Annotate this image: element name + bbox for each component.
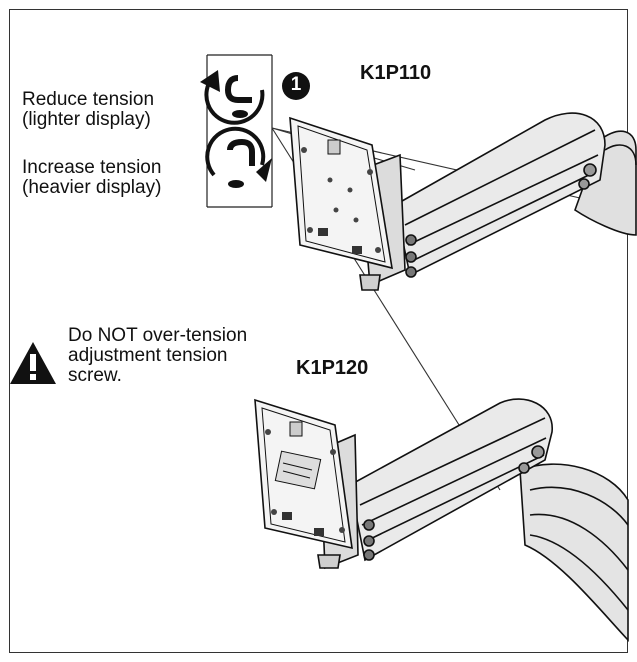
warning-icon: [10, 342, 56, 384]
model-label-bottom: K1P120: [296, 357, 369, 379]
bottom-monitor-arm: [254, 398, 629, 643]
rotate-ccw-icon: [200, 70, 265, 125]
reduce-tension-label: Reduce tension (lighter display): [22, 90, 154, 130]
increase-tension-line2: (heavier display): [22, 176, 162, 198]
reduce-tension-line2: (lighter display): [22, 108, 151, 130]
warning-line2: adjustment tension: [68, 344, 228, 366]
step-badge: [282, 72, 310, 100]
increase-tension-line1: Increase tension: [22, 157, 162, 178]
warning-line3: screw.: [68, 364, 122, 386]
warning-text: Do NOT over-tension adjustment tension s…: [68, 326, 247, 386]
top-monitor-arm: [289, 112, 637, 291]
rotate-cw-icon: [205, 126, 272, 188]
step-number: 1: [290, 74, 302, 95]
reduce-tension-line1: Reduce tension: [22, 89, 155, 110]
model-label-top: K1P110: [360, 62, 432, 84]
warning-line1: Do NOT over-tension: [68, 325, 248, 346]
increase-tension-label: Increase tension (heavier display): [22, 158, 161, 198]
